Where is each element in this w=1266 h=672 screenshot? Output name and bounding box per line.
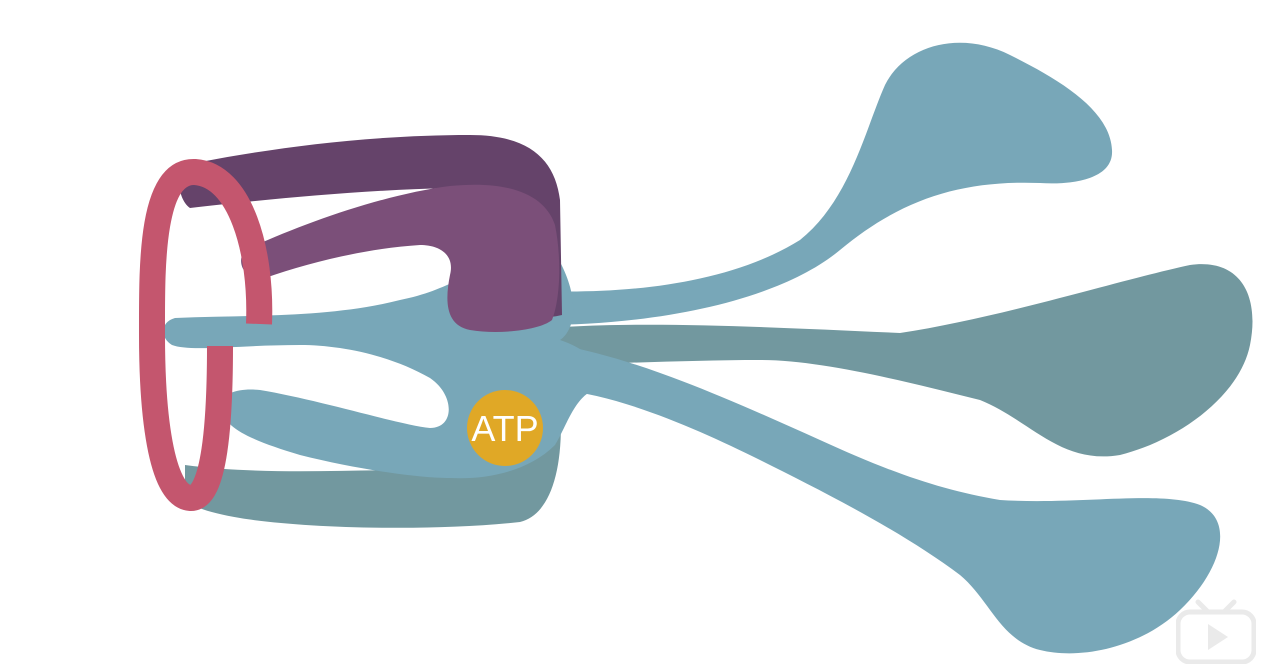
lower-teal-lobe xyxy=(185,400,561,528)
middle-teal-paddle xyxy=(455,264,1253,457)
lower-teal-paddle xyxy=(560,345,1221,654)
atp-label: ATP xyxy=(471,408,538,449)
purple-arm xyxy=(241,184,560,332)
dark-purple-arm xyxy=(178,135,562,318)
upper-teal-paddle xyxy=(520,42,1113,326)
atp-circle xyxy=(467,390,543,466)
red-ring xyxy=(138,159,273,511)
play-icon xyxy=(1176,599,1256,664)
